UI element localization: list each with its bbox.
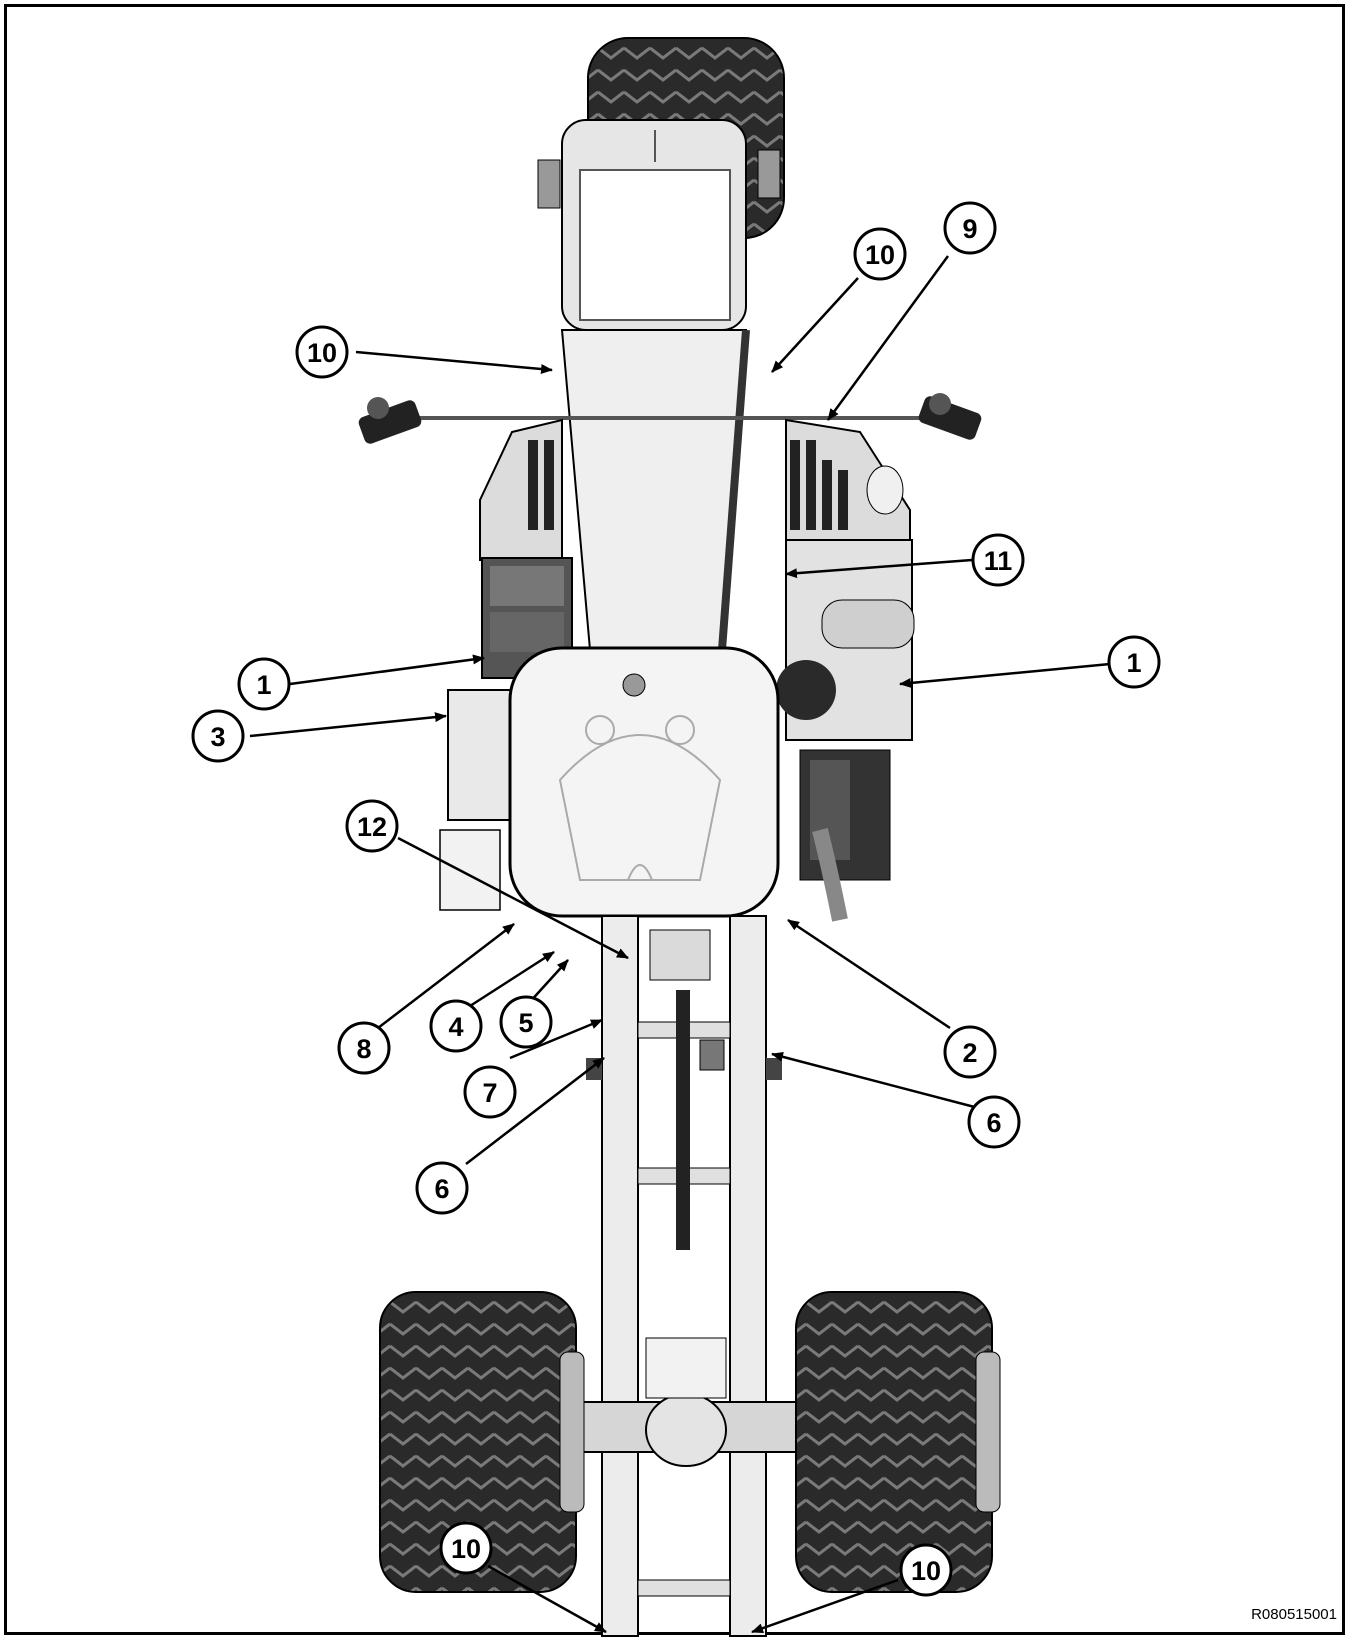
callout-7: 7 <box>463 1065 517 1119</box>
callout-10-lower-left: 10 <box>439 1521 493 1575</box>
svg-text:5: 5 <box>518 1008 533 1038</box>
svg-text:1: 1 <box>256 670 271 700</box>
callout-12: 12 <box>345 799 399 853</box>
callout-5: 5 <box>499 995 553 1049</box>
callout-9: 9 <box>943 201 997 255</box>
callout-1-left: 1 <box>237 657 291 711</box>
svg-text:1: 1 <box>1126 648 1141 678</box>
callout-11: 11 <box>971 533 1025 587</box>
callout-3: 3 <box>191 709 245 763</box>
callout-6-right: 6 <box>967 1095 1021 1149</box>
leader-3 <box>249 712 447 738</box>
svg-text:2: 2 <box>962 1038 977 1068</box>
leader-10-upper-left <box>355 350 553 374</box>
leader-4 <box>469 950 555 1008</box>
leader-6-right <box>771 1051 987 1112</box>
leader-9 <box>826 255 950 421</box>
leader-10-lower-left <box>487 1564 607 1634</box>
svg-text:4: 4 <box>448 1012 463 1042</box>
callout-10-lower-right: 10 <box>899 1543 953 1597</box>
svg-text:10: 10 <box>911 1556 941 1586</box>
svg-text:9: 9 <box>962 214 977 244</box>
callout-8: 8 <box>337 1021 391 1075</box>
leader-10-lower-right <box>751 1578 899 1634</box>
svg-text:8: 8 <box>356 1034 371 1064</box>
leader-8 <box>377 923 515 1029</box>
chassis-frame <box>586 915 782 1637</box>
svg-text:3: 3 <box>210 722 225 752</box>
right-compartment <box>776 539 915 922</box>
svg-text:10: 10 <box>451 1534 481 1564</box>
leader-12 <box>397 836 629 960</box>
callout-4: 4 <box>429 999 483 1053</box>
callout-10-upper-right: 10 <box>853 227 907 281</box>
rear-left-tire <box>379 1291 585 1593</box>
callout-2: 2 <box>943 1025 997 1079</box>
leader-7 <box>509 1018 603 1060</box>
leader-11 <box>785 558 973 579</box>
figure-reference-code: R080515001 <box>1251 1606 1337 1623</box>
svg-text:10: 10 <box>865 240 895 270</box>
leader-6-left <box>465 1057 605 1165</box>
svg-text:10: 10 <box>307 338 337 368</box>
rear-axle <box>559 1337 797 1467</box>
svg-text:12: 12 <box>357 812 387 842</box>
svg-text:7: 7 <box>482 1078 497 1108</box>
callout-1-right: 1 <box>1107 635 1161 689</box>
cab <box>537 119 781 651</box>
svg-text:6: 6 <box>986 1108 1001 1138</box>
figure-border <box>4 4 1345 1635</box>
leader-1-right <box>899 662 1111 688</box>
leader-1-left <box>289 654 485 686</box>
svg-text:6: 6 <box>434 1174 449 1204</box>
mirror-bar <box>358 393 982 444</box>
leader-10-upper-right <box>771 277 859 373</box>
left-compartment <box>439 557 573 911</box>
callouts: 10 9 10 11 1 1 3 12 8 4 5 7 2 6 6 10 10 <box>191 201 1161 1597</box>
callout-6-left: 6 <box>415 1161 469 1215</box>
svg-text:11: 11 <box>984 546 1013 576</box>
rear-right-tire <box>795 1291 1001 1593</box>
callout-10-upper-left: 10 <box>295 325 349 379</box>
engine-hood <box>508 646 780 918</box>
leader-2 <box>787 918 951 1030</box>
callout-leaders <box>249 255 1111 1634</box>
leader-5 <box>527 959 569 1005</box>
